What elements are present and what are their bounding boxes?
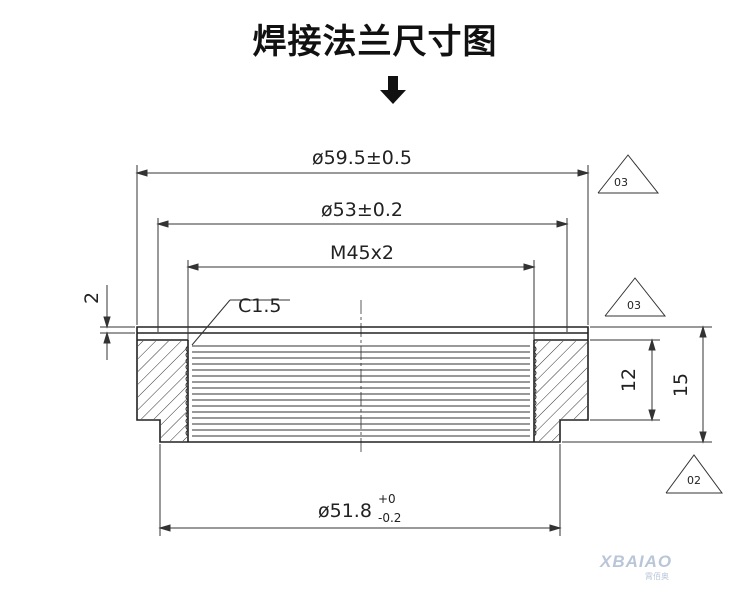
dim-mid-diameter (156, 218, 569, 332)
chamfer-leader (191, 299, 290, 346)
surface-mark-3: 02 (687, 474, 701, 487)
surface-symbol-icon (665, 454, 723, 494)
total-height-label: 15 (670, 373, 692, 397)
bottom-tol-lower: -0.2 (378, 511, 401, 525)
outer-diameter-label: ø59.5±0.5 (312, 147, 412, 169)
thread-length-label: 12 (618, 368, 640, 392)
right-section-hatch (535, 341, 587, 441)
page-title: 焊接法兰尺寸图 (252, 22, 498, 62)
down-arrow-icon (380, 76, 406, 104)
surface-symbol-icon (597, 154, 660, 194)
surface-mark-2: 03 (627, 299, 641, 312)
dim-thread-length (590, 338, 660, 422)
thread-lines (185, 345, 537, 437)
step-height-label: 2 (81, 292, 103, 304)
logo-name: XBAIAO (599, 552, 672, 571)
thread-label: M45x2 (330, 242, 394, 264)
chamfer-label: C1.5 (238, 295, 281, 317)
dim-bottom-diameter (158, 444, 562, 536)
dim-step-height (100, 285, 135, 360)
brand-logo: XBAIAO 霄佰奥 (599, 552, 672, 581)
surface-symbol-icon (604, 277, 667, 317)
bottom-diameter-label: ø51.8 (318, 500, 372, 522)
flange-body (136, 326, 589, 443)
dim-outer-diameter (135, 165, 590, 325)
surface-mark-1: 03 (614, 176, 628, 189)
mid-diameter-label: ø53±0.2 (321, 199, 403, 221)
left-section-hatch (138, 341, 187, 441)
bottom-tol-upper: +0 (378, 492, 396, 506)
logo-sub: 霄佰奥 (645, 571, 669, 581)
dim-total-height (562, 325, 712, 444)
dim-thread (186, 260, 536, 340)
